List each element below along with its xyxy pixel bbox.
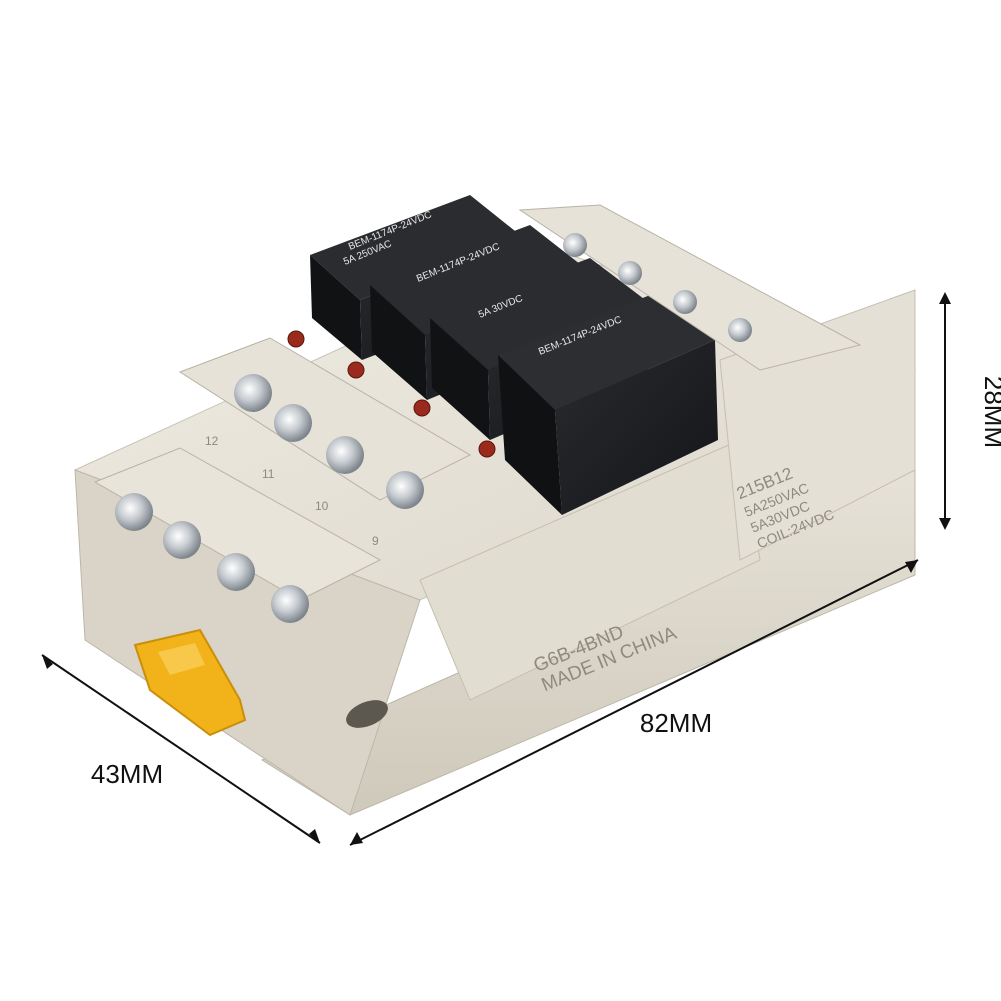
screw-icon bbox=[618, 261, 642, 285]
led-indicator bbox=[287, 330, 305, 348]
dimension-height: 28MM bbox=[939, 292, 1001, 530]
svg-text:9: 9 bbox=[372, 534, 379, 548]
screw-icon bbox=[386, 471, 424, 509]
screw-icon bbox=[673, 290, 697, 314]
mounting-hole bbox=[346, 700, 388, 728]
led-indicator bbox=[478, 440, 496, 458]
led-indicator bbox=[347, 361, 365, 379]
svg-text:10: 10 bbox=[315, 499, 329, 513]
terminal-block-front bbox=[93, 447, 382, 623]
dimension-length: 82MM bbox=[349, 559, 919, 846]
led-indicator bbox=[413, 399, 431, 417]
length-label: 82MM bbox=[640, 708, 712, 738]
terminal-block-rear bbox=[178, 337, 472, 509]
screw-icon bbox=[728, 318, 752, 342]
din-rail-latch bbox=[133, 628, 247, 737]
screw-icon bbox=[271, 585, 309, 623]
terminal-numbers: 12 11 10 9 bbox=[205, 434, 379, 548]
status-leds bbox=[287, 330, 496, 458]
screw-icon bbox=[274, 404, 312, 442]
screw-icon bbox=[115, 493, 153, 531]
terminal-block-right bbox=[518, 204, 862, 371]
svg-text:12: 12 bbox=[205, 434, 219, 448]
screw-icon bbox=[163, 521, 201, 559]
screw-icon bbox=[563, 233, 587, 257]
dimension-width: 43MM bbox=[41, 654, 321, 844]
screw-icon bbox=[234, 374, 272, 412]
relay-4 bbox=[498, 292, 718, 515]
height-label: 28MM bbox=[979, 376, 1001, 448]
width-label: 43MM bbox=[91, 759, 163, 789]
svg-text:11: 11 bbox=[262, 467, 275, 481]
screw-icon bbox=[217, 553, 255, 591]
screw-icon bbox=[326, 436, 364, 474]
